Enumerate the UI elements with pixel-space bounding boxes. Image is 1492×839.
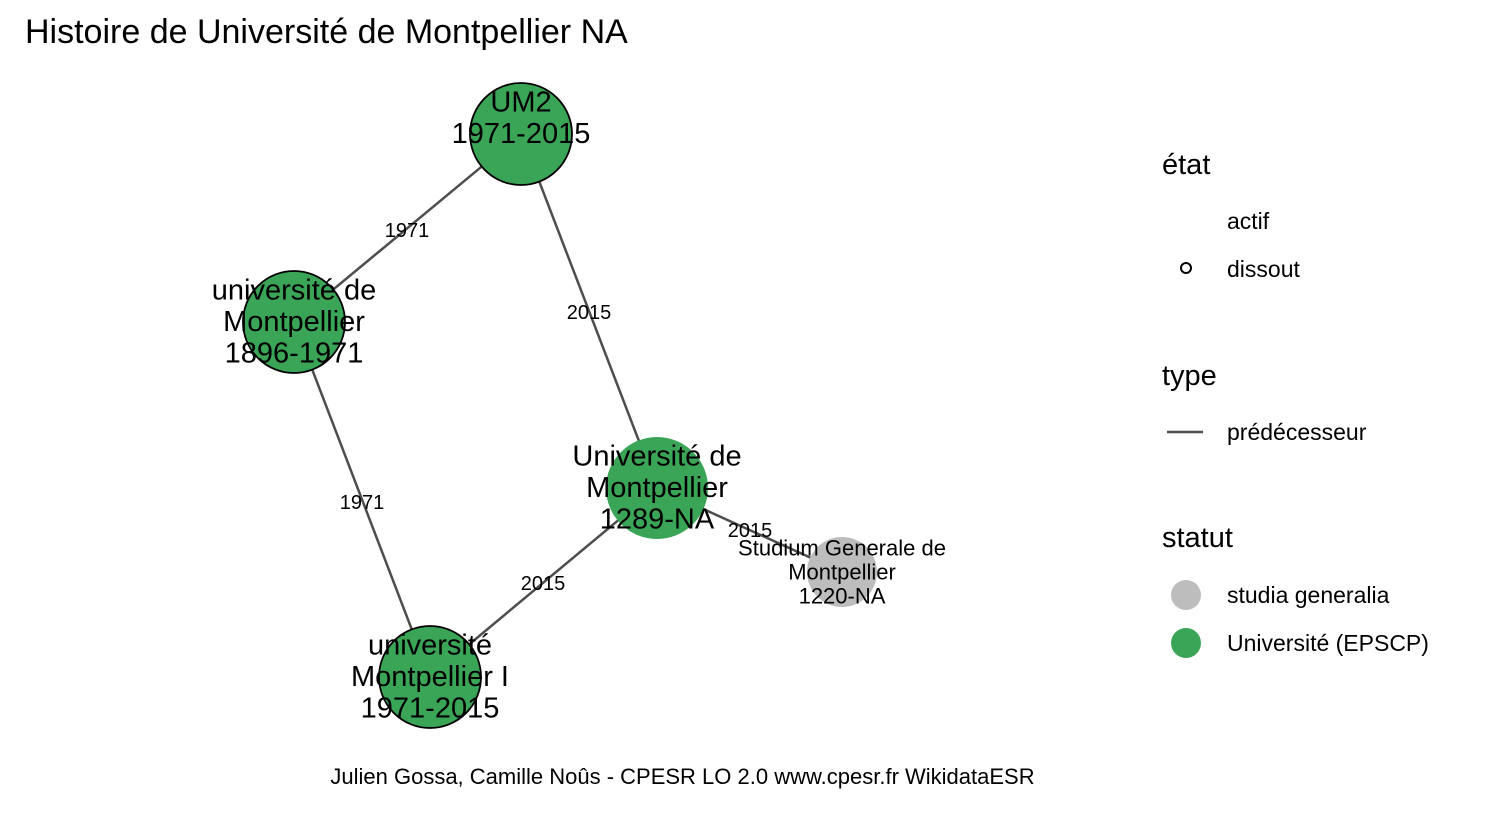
- node-label-um1896: Montpellier: [223, 306, 365, 338]
- edge-label: 2015: [567, 302, 612, 324]
- node-um1896: [242, 270, 346, 374]
- node-studium: [807, 537, 877, 607]
- legend-statut-universite-label: Université (EPSCP): [1227, 630, 1429, 656]
- node-um: [606, 437, 708, 539]
- node-label-um1896: université de: [212, 274, 376, 306]
- node-label-um: 1289-NA: [600, 504, 715, 536]
- legend-statut-studia-label: studia generalia: [1227, 582, 1390, 608]
- node-label-um: Montpellier: [586, 472, 728, 504]
- legend-predecesseur-line-icon: [1167, 430, 1203, 434]
- legend-universite-key-icon: [1171, 628, 1201, 658]
- legend-etat-title: état: [1162, 149, 1211, 181]
- edge-label: 1971: [340, 492, 385, 514]
- edges-layer: [292, 133, 843, 678]
- node-label-um2: 1971-2015: [452, 118, 591, 150]
- node-um1: [378, 625, 482, 729]
- legend-type-predecesseur-label: prédécesseur: [1227, 419, 1367, 445]
- legend-statut-title: statut: [1162, 522, 1233, 554]
- node-label-um1896: 1896-1971: [225, 338, 364, 370]
- edge-labels-layer: 1971 2015 1971 2015 2015: [340, 220, 773, 595]
- node-label-um2: UM2: [490, 86, 551, 118]
- node-label-um1: université: [368, 629, 492, 661]
- node-label-studium: 1220-NA: [799, 583, 886, 608]
- node-label-um1: 1971-2015: [361, 693, 500, 725]
- edge-label: 2015: [728, 520, 773, 542]
- legend-etat-actif-label: actif: [1227, 208, 1270, 234]
- chart-title: Histoire de Université de Montpellier NA: [25, 13, 628, 51]
- edge-um1896-um1: [292, 321, 432, 678]
- legend-type-title: type: [1162, 360, 1217, 392]
- legend-dissout-key-icon: [1180, 262, 1192, 274]
- caption: Julien Gossa, Camille Noûs - CPESR LO 2.…: [330, 764, 1035, 789]
- node-label-um: Université de: [572, 440, 741, 472]
- node-label-um1: Montpellier I: [351, 661, 509, 693]
- node-um2: [469, 82, 573, 186]
- node-label-studium: Studium Generale de: [738, 536, 946, 561]
- legend-etat-dissout-label: dissout: [1227, 256, 1300, 282]
- node-label-studium: Montpellier: [788, 560, 896, 585]
- edge-label: 1971: [385, 220, 430, 242]
- edge-um2-um: [519, 133, 659, 489]
- nodes-layer: [242, 82, 877, 729]
- legend-studia-key-icon: [1171, 580, 1201, 610]
- edge-label: 2015: [521, 573, 566, 595]
